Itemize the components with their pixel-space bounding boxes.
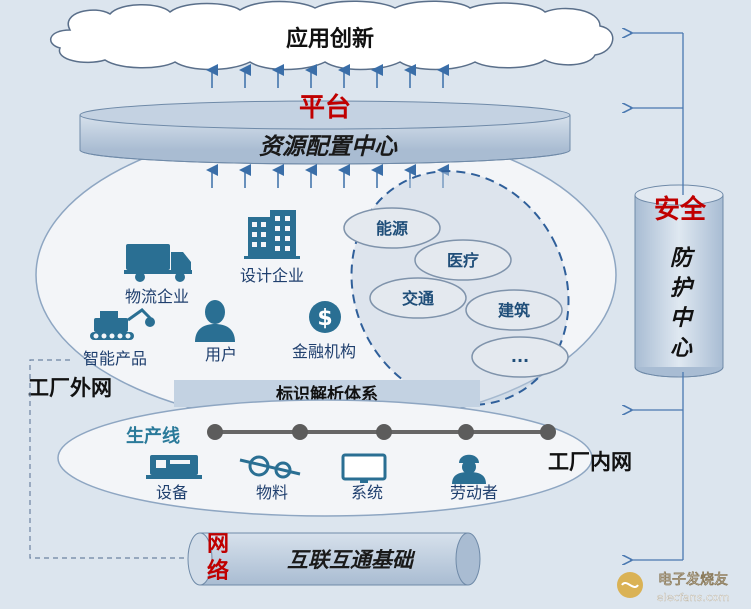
user-icon: [195, 300, 235, 342]
industry-energy: 能源: [376, 219, 408, 238]
system-monitor-icon: [341, 453, 387, 483]
industry-medical: 医疗: [447, 251, 479, 270]
production-line-track: [207, 424, 556, 440]
network-cylinder: [187, 532, 481, 586]
material-icon: [239, 455, 301, 479]
industry-more: ...: [511, 347, 529, 366]
platform-disk: [79, 100, 571, 165]
smart-product-icon: [90, 308, 155, 340]
svg-text:$: $: [317, 306, 332, 331]
truck-icon: [124, 244, 192, 282]
security-sub-4: 心: [670, 336, 693, 361]
platform-arrows: [206, 164, 449, 188]
elecfans-watermark-logo: [617, 572, 643, 598]
security-sub-1: 防: [670, 246, 696, 271]
platform-title: 平台: [299, 92, 351, 123]
smart-product-label: 智能产品: [83, 349, 147, 368]
external-network-connector: [29, 359, 190, 559]
system-label: 系统: [351, 483, 383, 502]
network-subtitle: 互联互通基础: [287, 548, 416, 572]
watermark-en: elecfans.com: [657, 591, 730, 604]
worker-icon: [452, 454, 486, 484]
building-icon: [244, 210, 300, 259]
internal-network-label: 工厂内网: [548, 450, 632, 474]
platform-subtitle: 资源配置中心: [259, 134, 398, 160]
security-sub-2: 护: [670, 276, 695, 301]
finance-label: 金融机构: [292, 342, 356, 361]
logistics-label: 物流企业: [125, 287, 189, 306]
material-label: 物料: [256, 483, 288, 502]
network-title-2: 络: [207, 558, 229, 584]
security-cylinder: [634, 184, 724, 378]
watermark-cn: 电子发烧友: [658, 571, 728, 588]
equipment-icon: [146, 455, 202, 479]
equipment-label: 设备: [156, 483, 188, 502]
production-ellipse: [57, 399, 593, 517]
production-line-title: 生产线: [126, 425, 180, 447]
design-label: 设计企业: [240, 266, 304, 285]
security-sub-3: 中: [670, 306, 694, 331]
finance-icon: $: [309, 301, 341, 333]
cloud-label: 应用创新: [286, 26, 374, 52]
security-connectors: [630, 33, 684, 560]
cloud-shape: [50, 0, 614, 71]
cloud-arrows: [206, 64, 449, 88]
external-network-label: 工厂外网: [28, 376, 112, 400]
user-label: 用户: [205, 345, 237, 364]
network-title-1: 网: [207, 532, 229, 557]
security-title: 安全: [654, 194, 707, 225]
industry-transport: 交通: [402, 289, 434, 308]
worker-label: 劳动者: [450, 483, 498, 502]
industry-construction: 建筑: [498, 301, 530, 320]
industry-bubbles: [343, 207, 569, 378]
